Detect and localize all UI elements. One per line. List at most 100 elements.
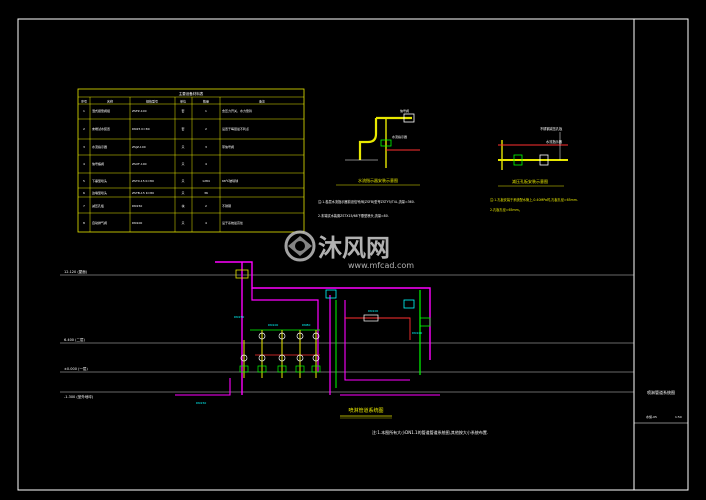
detail-pressure-orifice: 不锈钢减压孔板 水流指示器 减压孔板安装示意图 注:1.孔板安装于系统配水管上,… (490, 126, 578, 212)
system-diagram-note: 注:1.本图所有大小DN1.1的管道管道系统图,其他按大小系统布置. (372, 429, 488, 435)
table-cell: 只 (181, 179, 184, 183)
table-cell: 2 (205, 127, 207, 131)
table-cell: ZSFZ-100 (132, 109, 147, 113)
system-diagram: 12.120 (屋面) 6.400 (二层) ±0.000 (一层) -1.30… (60, 261, 634, 435)
sprinkler-head-icon (278, 332, 286, 340)
table-cell: 68℃玻璃球 (222, 178, 238, 183)
table-cell: 带信号阀 (222, 144, 234, 149)
sprinkler-group (295, 330, 305, 378)
table-cell: 6 (83, 191, 85, 195)
table-cell: 5 (83, 179, 85, 183)
sprinkler-head-icon (258, 332, 266, 340)
valve-symbol (403, 299, 415, 309)
table-cell: DN100 (132, 221, 142, 225)
level-label: -1.300 (室外地坪) (64, 394, 94, 399)
table-border (77, 88, 305, 233)
level-label: 12.120 (屋面) (64, 269, 88, 274)
table-row: 2 末端试水装置 DN25 K=80 套 2 设置于每层最不利点 (83, 126, 249, 131)
title-block-drawing-name: 喷淋管道系统图 (647, 389, 675, 395)
table-cell: 8 (83, 221, 85, 225)
pipe-size-label: DN100 (368, 309, 378, 313)
table-cell: 自动排气阀 (92, 220, 107, 225)
table-row: 5 下垂型喷头 ZSTX-15 K=80 只 1284 68℃玻璃球 (83, 178, 238, 183)
title-block-sheet-no: 水施-05 (646, 414, 657, 419)
pipe-size-label: DN80 (302, 323, 310, 327)
table-cell: 水流指示器 (92, 144, 107, 149)
valve-symbol (325, 289, 337, 299)
table-cell: 4 (83, 162, 85, 166)
table-cell: ZSJZ-100 (132, 145, 146, 149)
sprinkler-head-icon (312, 332, 320, 340)
table-cell: 不锈钢 (222, 203, 231, 208)
table-cell: 1 (205, 109, 207, 113)
watermark: 沐风网 www.mfcad.com (284, 230, 414, 270)
detail-label: 水流指示器 (392, 134, 407, 139)
red-pipe (345, 317, 411, 340)
alarm-valve-symbol (235, 269, 249, 279)
table-header-cell: 备注 (259, 99, 265, 104)
table-cell: 1 (83, 109, 85, 113)
table-cell: 36 (204, 191, 208, 195)
table-cell: 只 (181, 145, 184, 149)
detail-title: 减压孔板安装示意图 (512, 178, 548, 184)
detail-pipe (358, 118, 378, 160)
system-diagram-title: 喷淋管道系统图 (348, 407, 383, 414)
table-cell: 下垂型喷头 (92, 178, 107, 183)
detail-note: 注:1.孔板安装于系统配水管上,0.40MPa时,孔板孔径=65mm. (490, 197, 578, 202)
watermark-url: www.mfcad.com (348, 261, 414, 270)
watermark-logo-icon (284, 230, 316, 262)
sprinkler-group (277, 330, 287, 378)
outdoor-pipe (175, 378, 231, 396)
table-row: 4 信号蝶阀 ZSXF-100 只 4 (83, 161, 207, 166)
table-header-cell: 序号 (81, 99, 87, 104)
table-header-cell: 单位 (180, 99, 186, 104)
table-header-cell: 规格型号 (146, 99, 158, 104)
valve-symbol (363, 314, 379, 322)
sprinkler-group (239, 340, 249, 378)
table-row: 6 边墙型喷头 ZSTB-15 K=80 只 36 (83, 190, 208, 195)
watermark-text: 沐风网 (318, 234, 390, 262)
valve-symbol (380, 139, 392, 147)
pipe-size-label: DN150 (196, 401, 206, 405)
pipe-size-label: DN100 (412, 331, 422, 335)
detail-label: 信号阀 (400, 108, 409, 113)
sprinkler-group (257, 330, 267, 378)
table-cell: 湿式报警阀组 (92, 108, 110, 113)
table-title: 主要设备材料表 (179, 91, 204, 96)
table-cell: 2 (205, 204, 207, 208)
table-row: 1 湿式报警阀组 ZSFZ-100 套 1 含压力开关、水力警铃 (83, 108, 252, 113)
valve-symbol (403, 113, 415, 123)
table-cell: 边墙型喷头 (92, 190, 107, 195)
sprinkler-head-icon (296, 332, 304, 340)
valve-symbol (539, 154, 549, 166)
table-cell: 信号蝶阀 (92, 161, 104, 166)
table-cell: 末端试水装置 (92, 126, 110, 131)
table-cell: 设于系统最高处 (222, 220, 243, 225)
table-cell: DN150 (132, 204, 142, 208)
level-label: 6.400 (二层) (64, 337, 85, 342)
table-row: 8 自动排气阀 DN100 只 4 设于系统最高处 (83, 220, 243, 225)
sprinkler-group (311, 330, 321, 378)
table-cell: 1284 (202, 179, 210, 183)
table-header-cell: 名称 (107, 99, 113, 104)
sprinkler-head-icon (296, 354, 304, 362)
equipment-table: 主要设备材料表 序号 名称 规格型号 单位 数量 备注 1 湿式报警阀组 ZSF… (77, 88, 305, 233)
detail-flow-indicator: 信号阀 水流指示器 水流指示器安装示意图 注:1.各层水流指示器前设信号阀(ZS… (318, 108, 420, 218)
table-cell: 含压力开关、水力警铃 (222, 108, 252, 113)
branch-pipe (251, 288, 319, 372)
sheet-frame (17, 18, 689, 491)
table-cell: 设置于每层最不利点 (222, 126, 249, 131)
table-cell: 套 (181, 126, 184, 131)
detail-note: 注:1.各层水流指示器前设信号阀(ZSFB)型号ZSTY5/T4L,流量=360… (318, 199, 415, 204)
table-row: 7 减压孔板 DN150 块 2 不锈钢 (83, 203, 231, 208)
table-cell: 套 (181, 108, 184, 113)
table-cell: 只 (181, 162, 184, 166)
table-cell: 2 (83, 127, 85, 131)
table-cell: 4 (205, 162, 207, 166)
table-cell: 4 (205, 221, 207, 225)
table-cell: ZSTX-15 K=80 (132, 179, 154, 183)
table-cell: 7 (83, 204, 85, 208)
table-row: 3 水流指示器 ZSJZ-100 只 3 带信号阀 (83, 144, 234, 149)
